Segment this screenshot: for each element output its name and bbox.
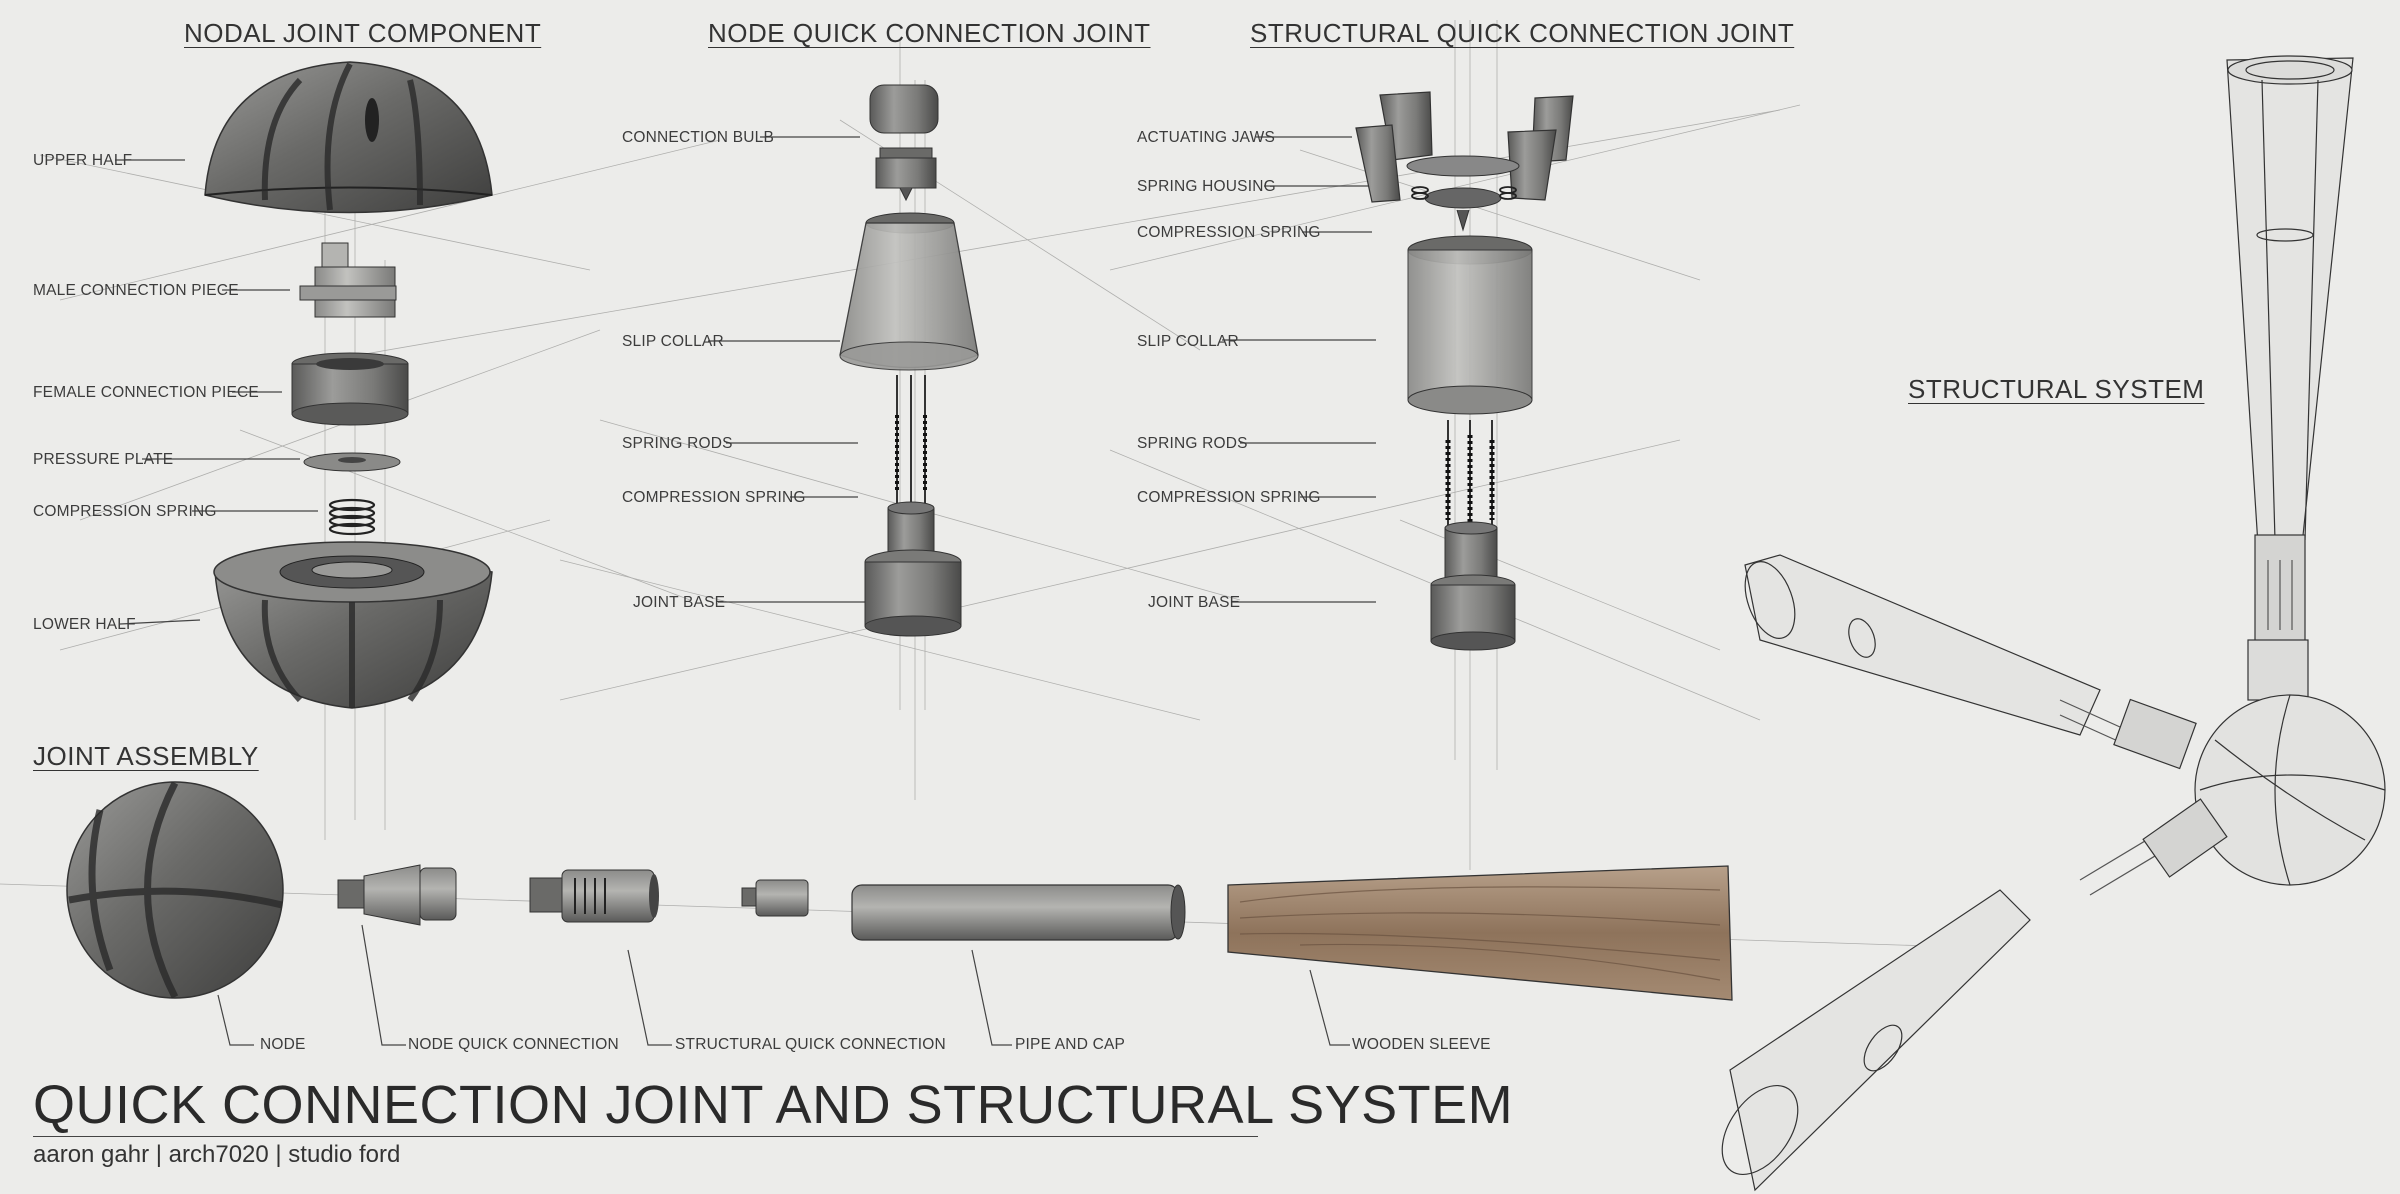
- label-spring-housing: SPRING HOUSING: [1137, 178, 1276, 195]
- label-joint-base-node: JOINT BASE: [633, 594, 726, 611]
- label-spring-rods-structural: SPRING RODS: [1137, 435, 1248, 452]
- sheet-subtitle: aaron gahr | arch7020 | studio ford: [33, 1141, 401, 1168]
- label-compression-spring-node: COMPRESSION SPRING: [622, 489, 806, 506]
- label-connection-bulb: CONNECTION BULB: [622, 129, 774, 146]
- structural-quick-joint-drawing: [1355, 91, 1574, 651]
- label-upper-half: UPPER HALF: [33, 152, 133, 169]
- section-title-structural-system: STRUCTURAL SYSTEM: [1908, 374, 2205, 404]
- label-female-connection-piece: FEMALE CONNECTION PIECE: [33, 384, 259, 401]
- label-node-quick-connection: NODE QUICK CONNECTION: [408, 1036, 619, 1053]
- label-slip-collar-structural: SLIP COLLAR: [1137, 333, 1239, 350]
- section-title-node-quick: NODE QUICK CONNECTION JOINT: [708, 18, 1151, 48]
- label-joint-base-structural: JOINT BASE: [1148, 594, 1241, 611]
- label-node: NODE: [260, 1036, 306, 1053]
- label-pressure-plate: PRESSURE PLATE: [33, 451, 174, 468]
- section-title-structural-quick: STRUCTURAL QUICK CONNECTION JOINT: [1250, 18, 1795, 48]
- label-structural-quick-connection: STRUCTURAL QUICK CONNECTION: [675, 1036, 946, 1053]
- leader-lines: [115, 136, 1376, 1046]
- label-slip-collar-node: SLIP COLLAR: [622, 333, 724, 350]
- label-lower-half: LOWER HALF: [33, 616, 136, 633]
- label-spring-rods-node: SPRING RODS: [622, 435, 733, 452]
- label-compression-spring-structural: COMPRESSION SPRING: [1137, 489, 1321, 506]
- label-male-connection-piece: MALE CONNECTION PIECE: [33, 282, 239, 299]
- label-actuating-jaws: ACTUATING JAWS: [1137, 129, 1275, 146]
- label-wooden-sleeve: WOODEN SLEEVE: [1352, 1036, 1491, 1053]
- label-compression-spring-nodal: COMPRESSION SPRING: [33, 503, 217, 520]
- nodal-joint-drawing: [204, 61, 493, 709]
- label-pipe-and-cap: PIPE AND CAP: [1015, 1036, 1126, 1053]
- label-compression-spring-structural-top: COMPRESSION SPRING: [1137, 224, 1321, 241]
- sheet-title: QUICK CONNECTION JOINT AND STRUCTURAL SY…: [33, 1075, 1514, 1135]
- joint-assembly-drawing: [66, 781, 1733, 1001]
- section-title-assembly: JOINT ASSEMBLY: [33, 741, 259, 771]
- structural-system-drawing: [1721, 55, 2386, 1192]
- node-quick-joint-drawing: [839, 84, 979, 637]
- section-title-nodal: NODAL JOINT COMPONENT: [184, 18, 542, 48]
- title-rule: [33, 1136, 1258, 1137]
